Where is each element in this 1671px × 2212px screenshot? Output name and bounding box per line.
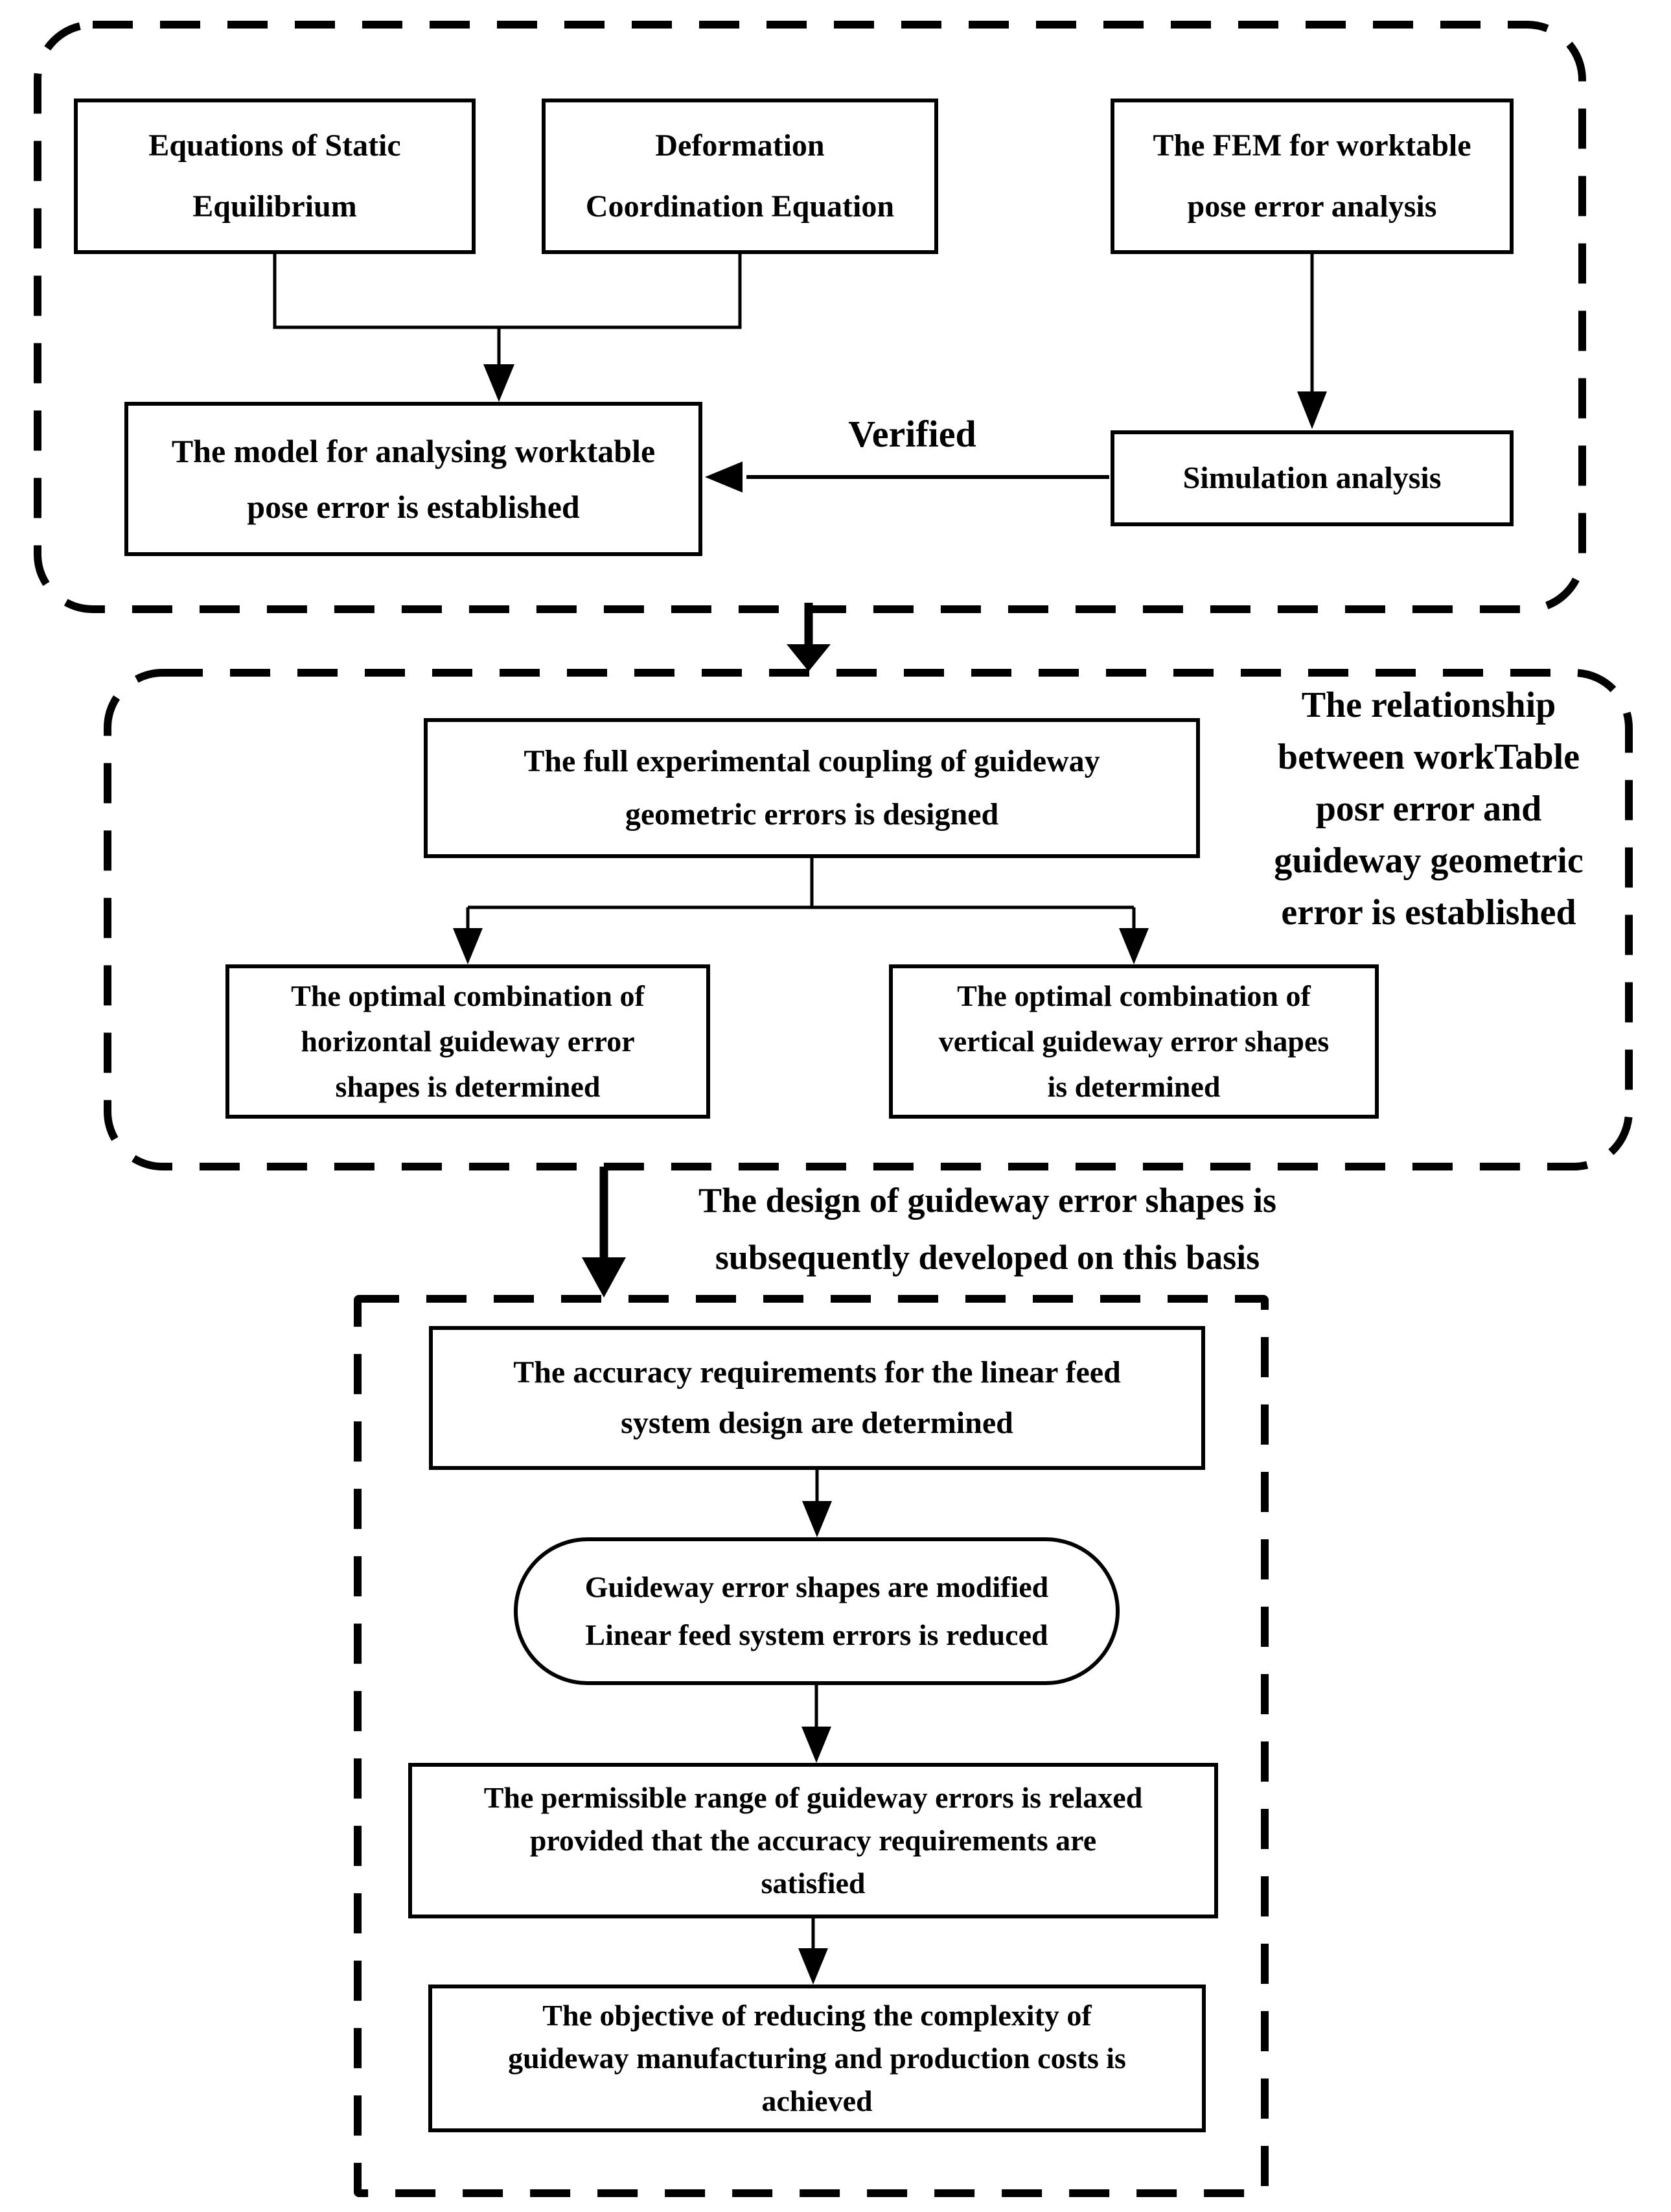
box-text-line: geometric errors is designed [625, 797, 999, 832]
box-full-experimental-coupling: The full experimental coupling of guidew… [424, 718, 1200, 858]
box-permissible-range-relaxed: The permissible range of guideway errors… [408, 1763, 1218, 1918]
box-deformation-coordination-equation: Deformation Coordination Equation [542, 99, 938, 254]
box-text-line: satisfied [761, 1867, 866, 1900]
box-text-line: The permissible range of guideway errors… [483, 1781, 1143, 1814]
box-text-line: Equilibrium [192, 189, 357, 224]
side-note-line: guideway geometric [1274, 841, 1584, 881]
side-note-line: error is established [1281, 892, 1576, 933]
box-text-line: Coordination Equation [585, 189, 895, 224]
box-text-line: pose error is established [247, 489, 580, 525]
box-text-line: guideway manufacturing and production co… [508, 2042, 1126, 2075]
arrowhead-to-objective-box [798, 1948, 828, 1985]
box-text-line: The FEM for worktable [1153, 128, 1471, 163]
design-transition-label: The design of guideway error shapes is s… [625, 1172, 1350, 1286]
box-objective-reducing-complexity: The objective of reducing the complexity… [428, 1985, 1206, 2132]
box-text-line: Deformation [655, 128, 825, 163]
box-fem-worktable-pose-error: The FEM for worktable pose error analysi… [1111, 99, 1514, 254]
box-text-line: is determined [1047, 1070, 1221, 1103]
dashed-group-relationship [104, 669, 1633, 1170]
box-text-line: Equations of Static [148, 128, 401, 163]
arrowhead-to-vertical-box [1119, 928, 1149, 964]
arrowhead-to-model-box [483, 364, 514, 402]
box-text-line: The full experimental coupling of guidew… [524, 744, 1100, 778]
stadium-guideway-error-shapes-modified: Guideway error shapes are modified Linea… [514, 1537, 1120, 1685]
box-text-line: The objective of reducing the complexity… [542, 1999, 1092, 2032]
box-text-line: The model for analysing worktable [171, 433, 656, 469]
verified-label: Verified [848, 413, 976, 455]
box-text-line: achieved [761, 2084, 873, 2117]
thick-arrow-1-head [787, 644, 831, 671]
design-label-line: The design of guideway error shapes is [698, 1181, 1277, 1220]
merge-connector-line [273, 254, 742, 367]
box-text-line: vertical guideway error shapes [938, 1025, 1330, 1058]
box-text-line: The optimal combination of [291, 979, 645, 1012]
arrowhead-to-horizontal-box [453, 928, 483, 964]
side-note-line: posr error and [1315, 789, 1542, 829]
box-text-line: Simulation analysis [1182, 461, 1442, 495]
box-text-line: The accuracy requirements for the linear… [513, 1355, 1121, 1390]
arrowhead-to-permissible-box [801, 1727, 831, 1763]
box-accuracy-requirements: The accuracy requirements for the linear… [429, 1326, 1205, 1470]
box-simulation-analysis: Simulation analysis [1111, 430, 1514, 526]
side-note-line: between workTable [1277, 737, 1580, 777]
box-text-line: provided that the accuracy requirements … [529, 1824, 1097, 1857]
box-equations-of-static-equilibrium: Equations of Static Equilibrium [74, 99, 476, 254]
side-note-line: The relationship [1301, 685, 1556, 725]
arrowhead-verified-left [705, 461, 743, 493]
box-text-line: pose error analysis [1187, 189, 1437, 224]
box-optimal-horizontal-guideway: The optimal combination of horizontal gu… [225, 964, 710, 1119]
thick-arrow-2-head [582, 1257, 626, 1298]
box-text-line: Linear feed system errors is reduced [585, 1618, 1048, 1651]
box-text-line: The optimal combination of [957, 979, 1311, 1012]
box-text-line: shapes is determined [335, 1070, 601, 1103]
box-text-line: system design are determined [621, 1406, 1013, 1440]
arrowhead-to-modify-box [802, 1501, 832, 1537]
box-optimal-vertical-guideway: The optimal combination of vertical guid… [889, 964, 1379, 1119]
design-label-line: subsequently developed on this basis [715, 1238, 1260, 1277]
relationship-side-note: The relationship between workTable posr … [1218, 679, 1639, 938]
branch-connector-line [466, 856, 1136, 929]
dashed-group-design-process [354, 1295, 1269, 2197]
box-text-line: Guideway error shapes are modified [584, 1570, 1049, 1603]
box-model-for-analysing-worktable: The model for analysing worktable pose e… [124, 402, 702, 556]
arrowhead-to-simulation-box [1297, 391, 1327, 429]
box-text-line: horizontal guideway error [301, 1025, 635, 1058]
